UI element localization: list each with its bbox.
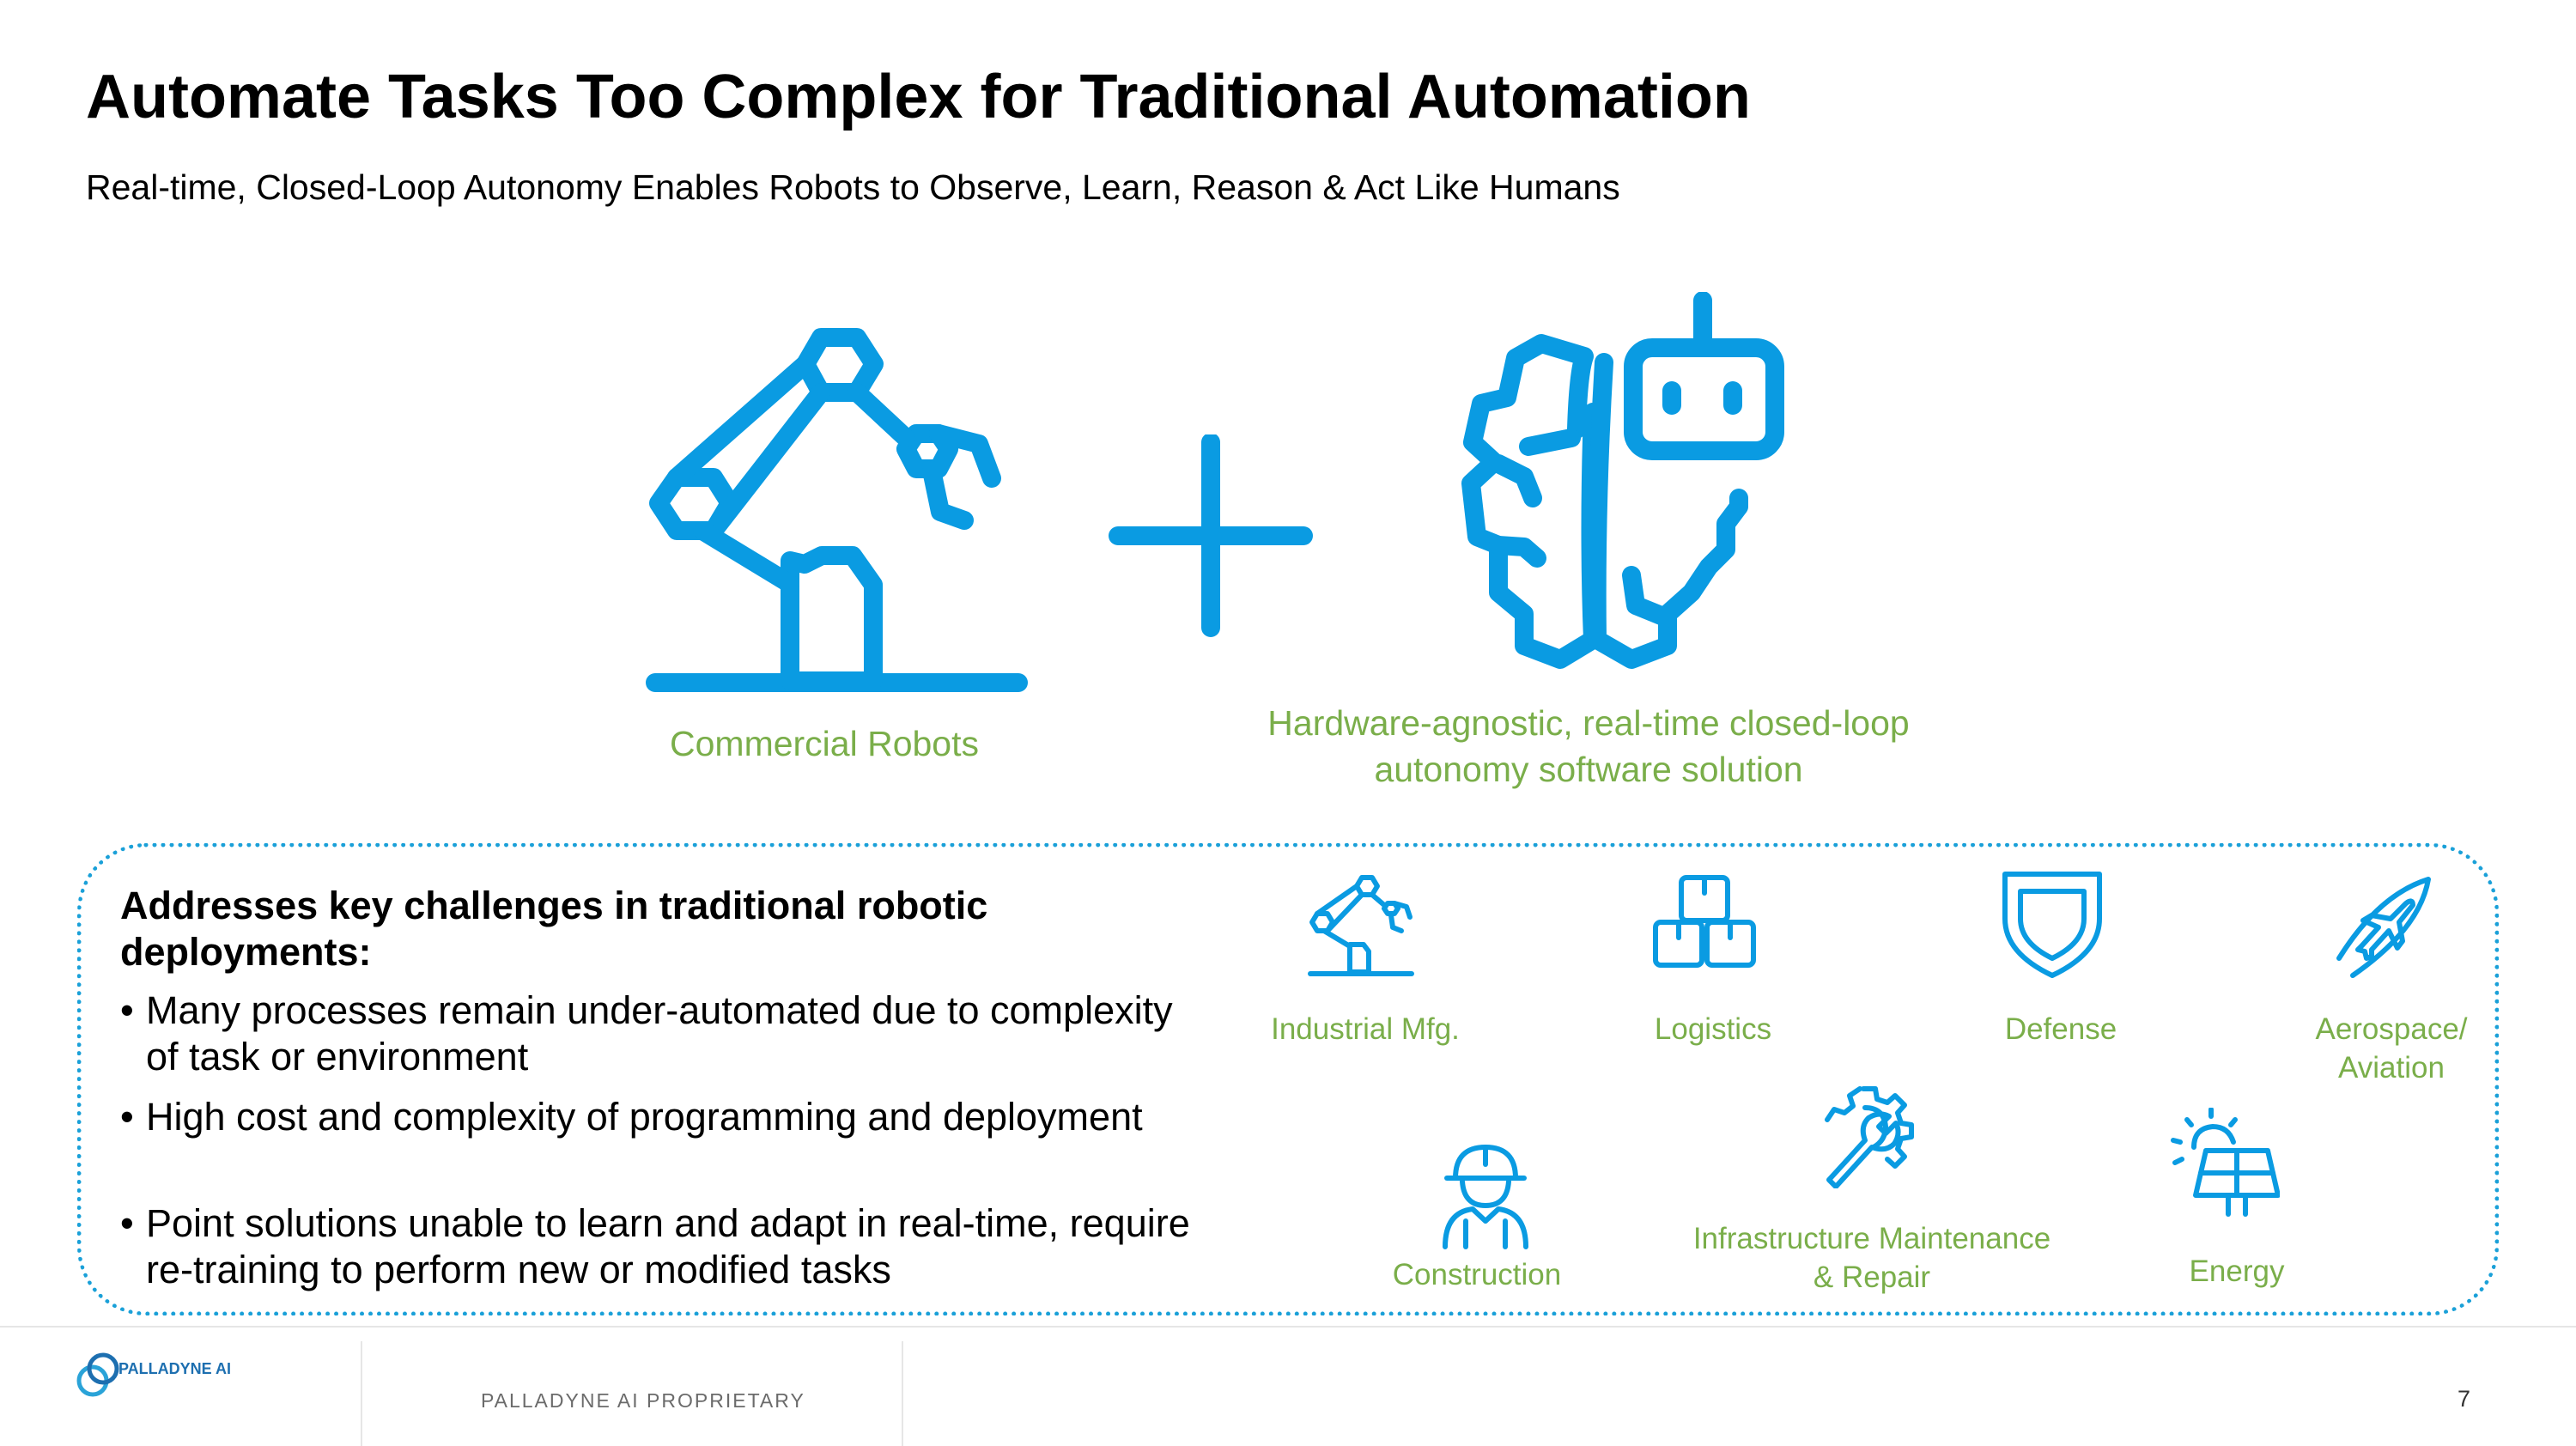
- industry-label-energy: Energy: [2189, 1255, 2285, 1288]
- footer-divider: [0, 1326, 2576, 1328]
- bullet-dot: •: [120, 1095, 134, 1139]
- palladyne-logo[interactable]: PALLADYNE AI: [74, 1346, 231, 1411]
- challenge-bullet: • Many processes remain under-automated …: [120, 987, 1202, 1080]
- industry-label-infrastructure: Infrastructure Maintenance & Repair: [1692, 1222, 2051, 1294]
- slide-title: Automate Tasks Too Complex for Tradition…: [86, 63, 1751, 131]
- commercial-robots-caption: Commercial Robots: [670, 724, 979, 763]
- industry-label-construction: Construction: [1392, 1258, 1562, 1291]
- challenges-heading: Addresses key challenges in traditional …: [120, 884, 988, 974]
- proprietary-notice: PALLADYNE AI PROPRIETARY: [481, 1389, 805, 1412]
- plus-icon: [1108, 434, 1314, 641]
- defense-shield-icon: [1996, 869, 2108, 981]
- challenge-bullet: • Point solutions unable to learn and ad…: [120, 1200, 1202, 1293]
- footer-divider: [361, 1341, 362, 1446]
- challenge-text: Many processes remain under-automated du…: [146, 988, 1173, 1078]
- bullet-dot: •: [120, 988, 134, 1032]
- brain-robot-icon: [1391, 292, 1795, 687]
- infrastructure-gear-wrench-icon: [1812, 1077, 1923, 1188]
- energy-solar-panel-icon: [2168, 1108, 2280, 1219]
- industry-label-defense: Defense: [2004, 1012, 2117, 1046]
- industry-label-industrial: Industrial Mfg.: [1271, 1012, 1460, 1046]
- challenge-text: High cost and complexity of programming …: [146, 1095, 1143, 1139]
- page-number: 7: [2458, 1386, 2471, 1412]
- robot-arm-icon: [635, 301, 1048, 696]
- industry-label-logistics: Logistics: [1654, 1012, 1772, 1046]
- slide-subtitle: Real-time, Closed-Loop Autonomy Enables …: [86, 167, 1620, 207]
- industrial-robot-arm-icon: [1305, 869, 1417, 981]
- footer-divider: [902, 1341, 903, 1446]
- autonomy-software-caption: Hardware-agnostic, real-time closed-loop…: [1267, 703, 1910, 789]
- palladyne-logo-icon: [76, 1352, 119, 1397]
- challenges-panel: [77, 843, 2499, 1315]
- industry-label-aerospace: Aerospace/ Aviation: [2315, 1012, 2468, 1084]
- bullet-dot: •: [120, 1201, 134, 1245]
- challenge-bullet: • High cost and complexity of programmin…: [120, 1094, 1202, 1140]
- logo-text: PALLADYNE AI: [118, 1360, 232, 1377]
- construction-worker-icon: [1430, 1139, 1541, 1250]
- logistics-boxes-icon: [1649, 869, 1760, 981]
- aerospace-airplane-icon: [2327, 869, 2439, 981]
- challenge-text: Point solutions unable to learn and adap…: [146, 1201, 1190, 1291]
